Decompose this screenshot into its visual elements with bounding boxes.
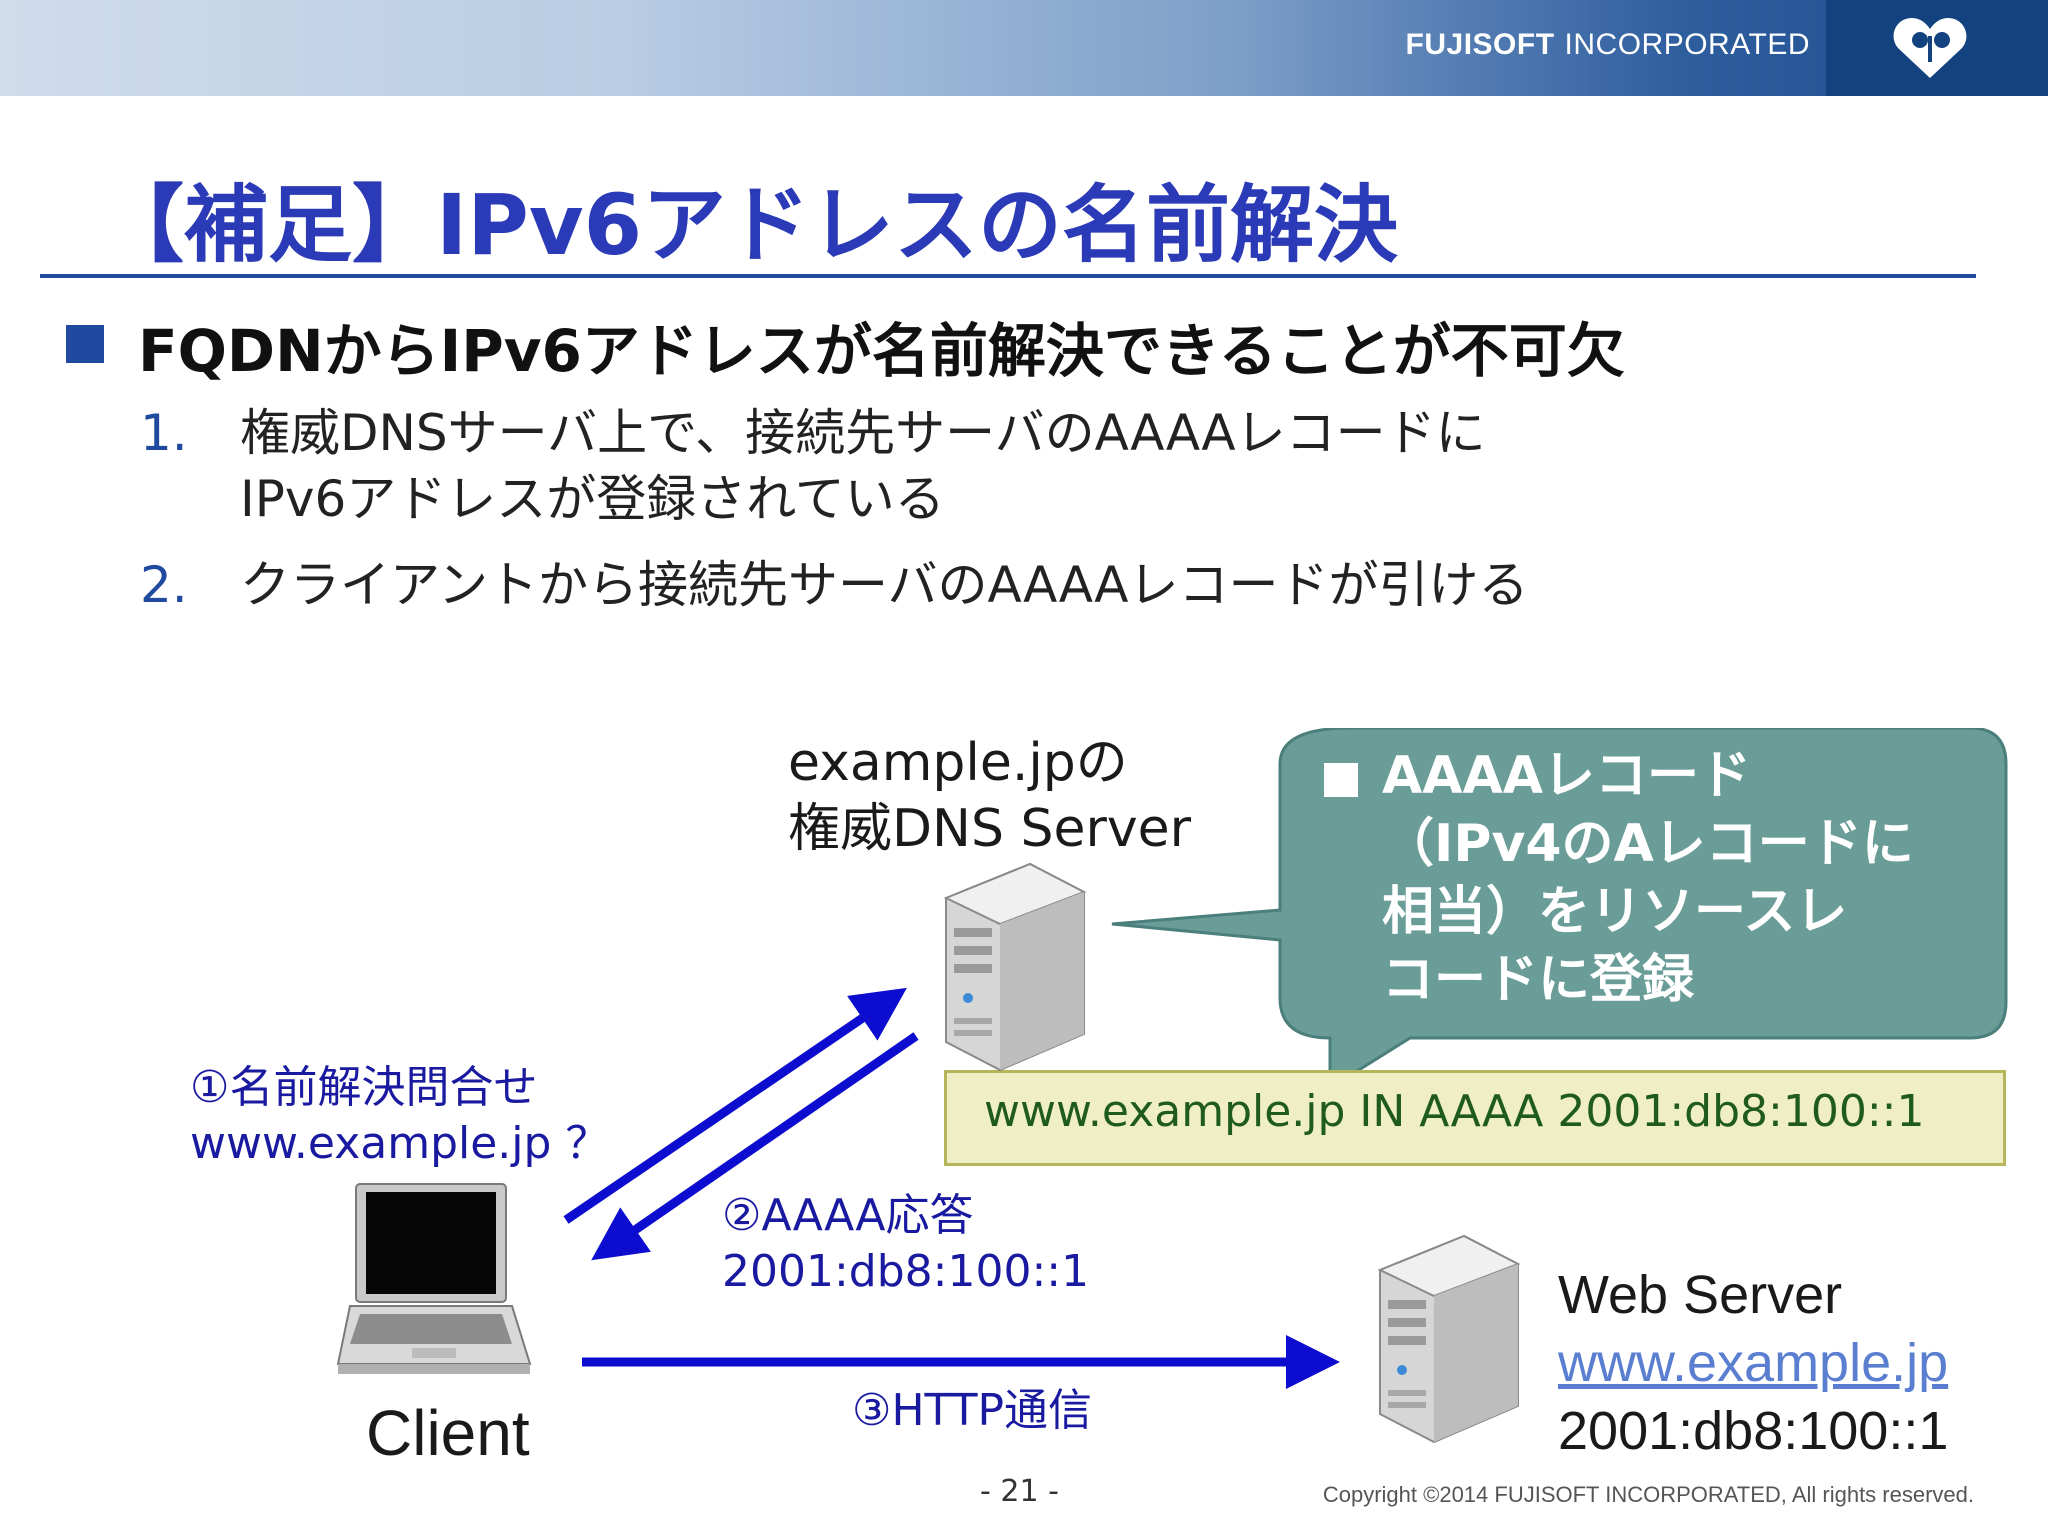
answer-label: ②AAAA応答 2001:db8:100::1 [722,1190,1090,1297]
page-number: - 21 - [980,1474,1059,1509]
fujisoft-logo [1893,18,1967,78]
web-server-label: Web Server [1558,1265,1843,1325]
title-rule [40,274,1976,278]
aaaa-record-box [944,1070,2006,1166]
client-label: Client [366,1397,530,1469]
step-2-text: クライアントから接続先サーバのAAAAレコードが引ける [240,556,1529,614]
aaaa-record-text: www.example.jp IN AAAA 2001:db8:100::1 [984,1086,1925,1137]
query-arrow [563,987,907,1224]
step-1-number: 1. [140,404,188,462]
dns-server-label: example.jpの 権威DNS Server [788,733,1192,859]
http-label: ③HTTP通信 [852,1385,1093,1436]
query-label: ①名前解決問合せ www.example.jp ？ [190,1062,610,1169]
answer-arrow [591,1032,919,1261]
step-1-text: 権威DNSサーバ上で、接続先サーバのAAAAレコードに IPv6アドレスが登録さ… [240,404,1486,528]
laptop-icon [336,1183,532,1374]
dns-server-icon [943,862,1087,1072]
header-banner [0,0,2048,96]
callout-text: AAAAレコード （IPv4のAレコードに 相当）をリソースレ コードに登録 [1382,746,1914,1010]
web-server-link[interactable]: www.example.jp [1558,1333,1949,1393]
web-server-icon [1377,1234,1521,1444]
bullet-heading: FQDNからIPv6アドレスが名前解決できることが不可欠 [138,317,1625,385]
bullet-square-icon [66,325,104,363]
web-server-address: 2001:db8:100::1 [1558,1401,1949,1461]
callout-bubble [1111,728,2008,1088]
step-2-number: 2. [140,556,188,614]
copyright: Copyright ©2014 FUJISOFT INCORPORATED, A… [1322,1482,1974,1507]
callout-bullet-icon [1324,763,1358,797]
slide-title: 【補足】IPv6アドレスの名前解決 [100,176,1399,274]
